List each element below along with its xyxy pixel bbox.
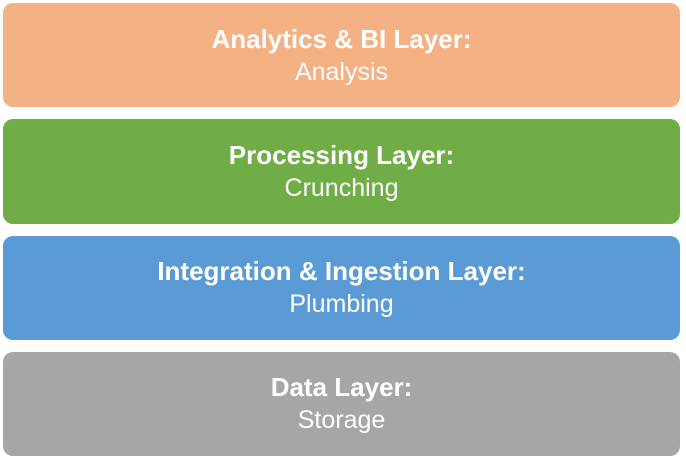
layer-analytics-bi: Analytics & BI Layer: Analysis xyxy=(3,3,680,108)
layer-data-subtitle: Storage xyxy=(297,406,386,435)
layer-processing-title: Processing Layer: xyxy=(228,139,455,170)
layer-processing: Processing Layer: Crunching xyxy=(3,119,680,224)
layer-analytics-bi-subtitle: Analysis xyxy=(294,57,389,86)
layer-integration-ingestion: Integration & Ingestion Layer: Plumbing xyxy=(3,235,680,340)
layer-integration-ingestion-title: Integration & Ingestion Layer: xyxy=(157,256,526,287)
layer-analytics-bi-title: Analytics & BI Layer: xyxy=(211,23,472,54)
layer-data: Data Layer: Storage xyxy=(3,351,680,456)
layer-processing-subtitle: Crunching xyxy=(284,173,399,202)
layer-integration-ingestion-subtitle: Plumbing xyxy=(289,290,394,319)
layer-data-title: Data Layer: xyxy=(270,372,413,403)
